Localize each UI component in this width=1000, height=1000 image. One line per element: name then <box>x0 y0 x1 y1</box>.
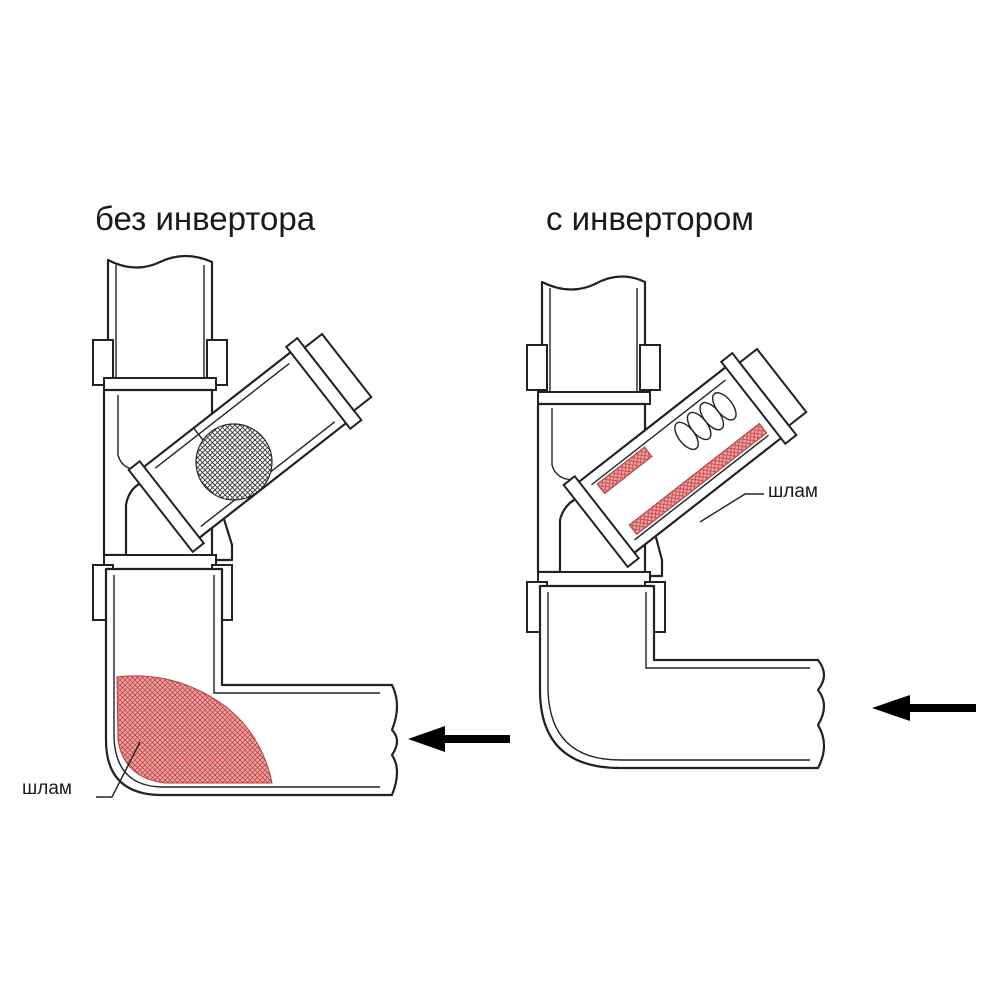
strainer-mesh-icon <box>195 423 273 501</box>
right-sludge-label: шлам <box>768 481 818 502</box>
right-strainer <box>562 347 808 569</box>
arrow-left-icon <box>408 726 510 752</box>
right-elbow-pipe <box>538 584 826 770</box>
right-sludge-strip-lower <box>628 422 768 536</box>
arrow-left-icon <box>872 695 976 721</box>
left-sludge-deposit <box>116 675 273 784</box>
left-panel-title: без инвертора <box>95 200 316 237</box>
left-sludge-leader <box>96 741 141 798</box>
left-panel: без инвертора <box>22 200 510 799</box>
inverter-coils <box>674 392 737 451</box>
right-panel-title: с инвертором <box>546 200 754 237</box>
right-sludge-strip-upper <box>596 446 653 495</box>
left-upper-pipe <box>106 254 214 382</box>
left-upper-nut <box>92 339 228 391</box>
right-panel: с инвертором <box>526 200 976 770</box>
right-upper-nut <box>526 344 661 405</box>
right-sludge-leader <box>699 493 764 523</box>
left-sludge-label: шлам <box>22 778 72 799</box>
right-upper-pipe <box>540 275 647 397</box>
